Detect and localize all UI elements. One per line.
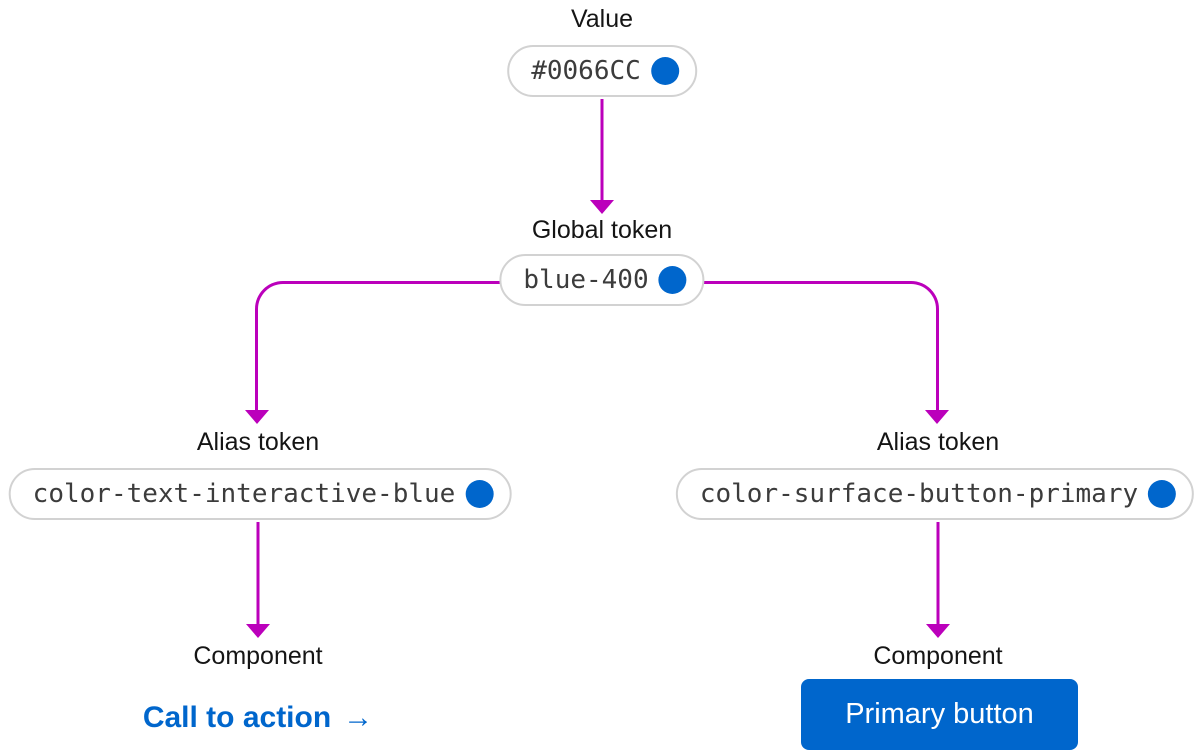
value-token-pill: #0066CC: [507, 45, 697, 97]
alias-left-label: Alias token: [196, 428, 320, 456]
global-token-text: blue-400: [523, 265, 649, 295]
alias-left-token-pill: color-text-interactive-blue: [8, 468, 512, 520]
alias-right-token-text: color-surface-button-primary: [699, 479, 1139, 509]
color-swatch-dot-icon: [465, 480, 494, 508]
arrow-global-to-alias-left-head-icon: [245, 410, 269, 424]
arrow-value-to-global-head-icon: [590, 200, 614, 214]
arrow-value-to-global-line: [600, 99, 604, 201]
arrow-alias-right-to-component-line: [936, 522, 940, 625]
primary-button-text: Primary button: [845, 698, 1034, 730]
right-arrow-icon: →: [343, 701, 374, 734]
value-token-text: #0066CC: [531, 56, 641, 86]
value-label: Value: [570, 5, 634, 33]
arrow-global-to-alias-right-head-icon: [925, 410, 949, 424]
alias-left-token-text: color-text-interactive-blue: [32, 479, 456, 509]
primary-button[interactable]: Primary button: [801, 679, 1078, 750]
arrow-alias-right-to-component-head-icon: [926, 624, 950, 638]
alias-right-label: Alias token: [876, 428, 1000, 456]
arrow-alias-left-to-component-head-icon: [246, 624, 270, 638]
arrow-alias-left-to-component-line: [256, 522, 260, 625]
color-swatch-dot-icon: [650, 57, 679, 85]
call-to-action-text: Call to action: [142, 701, 332, 734]
global-token-pill: blue-400: [499, 254, 705, 306]
component-right-label: Component: [873, 642, 1003, 670]
alias-right-token-pill: color-surface-button-primary: [675, 468, 1195, 520]
color-swatch-dot-icon: [658, 266, 687, 294]
component-left-label: Component: [193, 642, 323, 670]
call-to-action-link[interactable]: Call to action →: [143, 701, 373, 735]
color-swatch-dot-icon: [1148, 480, 1177, 508]
global-token-label: Global token: [531, 216, 673, 244]
